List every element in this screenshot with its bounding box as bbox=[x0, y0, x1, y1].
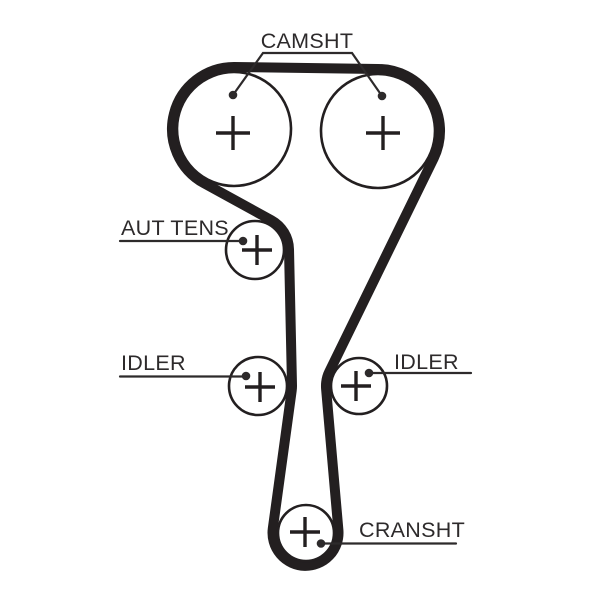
idler-right-leader-dot bbox=[364, 368, 374, 378]
label-tensioner: AUT TENS bbox=[121, 216, 229, 240]
center-mark-camshaft-right-icon bbox=[366, 116, 400, 150]
label-camshaft: CAMSHT bbox=[261, 29, 354, 53]
label-idler-left: IDLER bbox=[121, 351, 186, 375]
camshaft-right-leader-dot bbox=[377, 91, 387, 101]
tensioner-leader-dot bbox=[238, 236, 248, 246]
center-mark-camshaft-left-icon bbox=[216, 116, 250, 150]
label-crankshaft: CRANSHT bbox=[359, 518, 465, 542]
timing-belt bbox=[167, 62, 445, 571]
crankshaft-leader-dot bbox=[316, 539, 326, 548]
label-idler-right: IDLER bbox=[394, 350, 459, 374]
center-mark-idler-right-icon bbox=[341, 371, 371, 401]
center-mark-idler-left-icon bbox=[245, 372, 275, 402]
center-mark-tensioner-icon bbox=[242, 235, 272, 265]
camshaft-label-bracket bbox=[231, 51, 384, 98]
camshaft-left-leader-dot bbox=[228, 90, 238, 100]
idler-left-leader-dot bbox=[241, 371, 251, 381]
center-mark-crankshaft-icon bbox=[290, 517, 320, 547]
camshaft-pulley-right bbox=[319, 72, 437, 190]
